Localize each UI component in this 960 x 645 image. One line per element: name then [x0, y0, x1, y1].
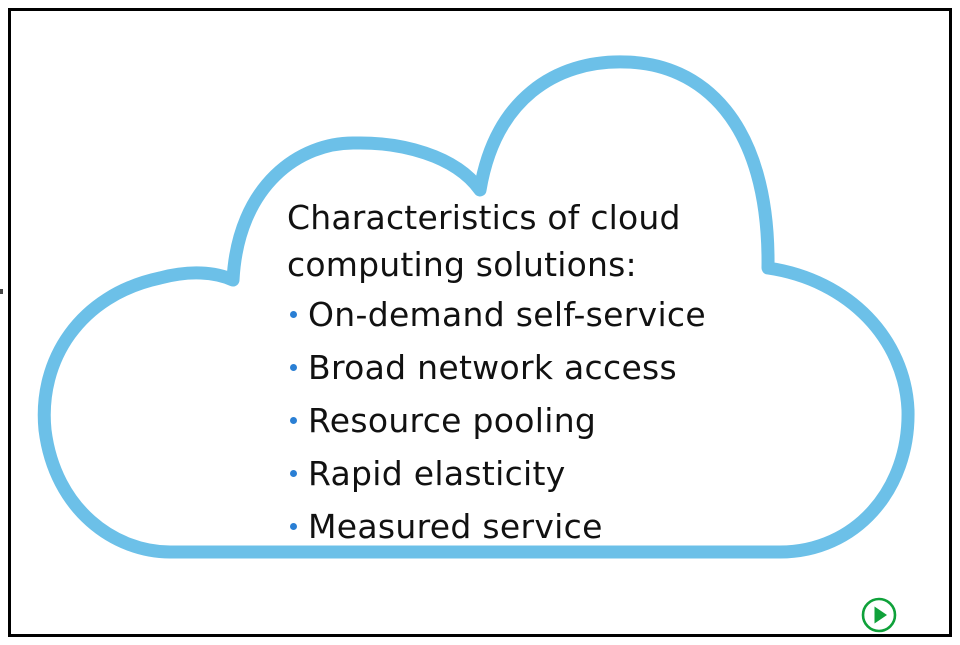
list-item-label: Resource pooling	[308, 401, 597, 440]
list-item: Resource pooling	[287, 394, 807, 447]
list-item: On-demand self-service	[287, 288, 807, 341]
slide-frame	[8, 8, 952, 637]
bullet-dot-icon	[290, 311, 297, 318]
list-item-label: Measured service	[308, 507, 603, 546]
heading-line-2: computing solutions:	[287, 245, 637, 284]
bullet-dot-icon	[290, 470, 297, 477]
bullet-dot-icon	[290, 364, 297, 371]
cloud-text-block: Characteristics of cloud computing solut…	[287, 194, 807, 553]
list-item: Rapid elasticity	[287, 447, 807, 500]
edge-mark	[0, 289, 3, 294]
heading: Characteristics of cloud computing solut…	[287, 194, 807, 288]
list-item-label: On-demand self-service	[308, 295, 706, 334]
list-item-label: Broad network access	[308, 348, 678, 387]
list-item: Measured service	[287, 500, 807, 553]
list-item: Broad network access	[287, 341, 807, 394]
characteristics-list: On-demand self-service Broad network acc…	[287, 288, 807, 553]
heading-line-1: Characteristics of cloud	[287, 198, 681, 237]
play-circle-icon[interactable]	[860, 596, 898, 634]
bullet-dot-icon	[290, 417, 297, 424]
bullet-dot-icon	[290, 523, 297, 530]
list-item-label: Rapid elasticity	[308, 454, 566, 493]
